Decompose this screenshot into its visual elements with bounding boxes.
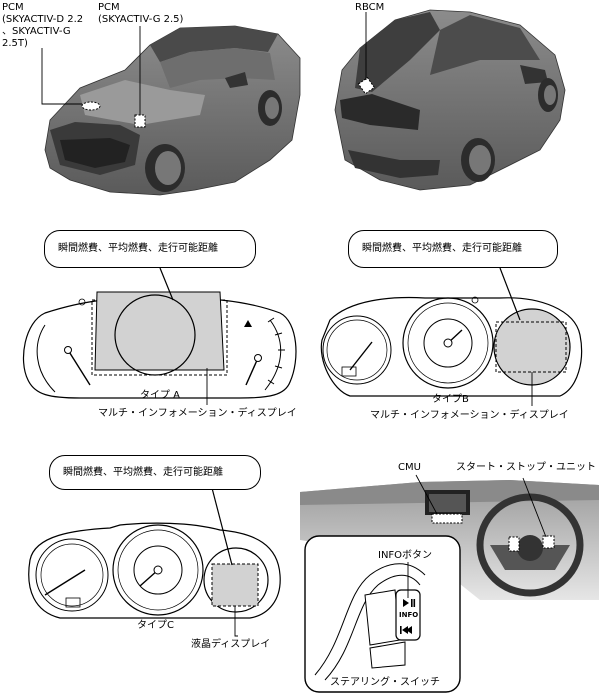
bubble-c-tail bbox=[211, 487, 233, 566]
callout-bubble-type-a: 瞬間燃費、平均燃費、走行可能距離 bbox=[44, 230, 256, 268]
callout-text-c: 瞬間燃費、平均燃費、走行可能距離 bbox=[63, 466, 223, 478]
mid-a-label: マルチ・インフォメーション・ディスプレイ bbox=[98, 408, 297, 419]
pcm-diesel-label: PCM (SKYACTIV-D 2.2 、SKYACTIV-G 2.5T) bbox=[2, 2, 84, 49]
cmu-marker bbox=[431, 513, 463, 524]
bubble-b-tail bbox=[499, 267, 521, 321]
bubble-a-tail bbox=[159, 267, 174, 301]
lcd-c-label: 液晶ディスプレイ bbox=[191, 639, 271, 650]
leader-start-stop bbox=[522, 477, 547, 538]
callout-text-b: 瞬間燃費、平均燃費、走行可能距離 bbox=[362, 243, 522, 254]
callout-text-a: 瞬間燃費、平均燃費、走行可能距離 bbox=[58, 243, 218, 254]
pcm-diesel-marker bbox=[81, 101, 101, 111]
leader-lcd-c bbox=[234, 606, 238, 637]
cmu-label: CMU bbox=[398, 462, 421, 473]
pcm-petrol-marker bbox=[134, 114, 146, 128]
info-key-label: INFO bbox=[399, 611, 419, 619]
rbcm-label: RBCM bbox=[355, 2, 385, 13]
leader-pcm-diesel bbox=[41, 48, 82, 105]
cluster-type-a bbox=[22, 291, 297, 399]
type-c-label: タイプC bbox=[137, 620, 174, 631]
pcm-petrol-label: PCM (SKYACTIV-G 2.5) bbox=[98, 2, 184, 25]
leader-cmu bbox=[415, 474, 438, 515]
steering-switch-label: ステアリング・スイッチ bbox=[330, 677, 440, 688]
car-rear-illustration bbox=[334, 9, 566, 191]
callout-bubble-type-b: 瞬間燃費、平均燃費、走行可能距離 bbox=[348, 230, 558, 268]
start-stop-unit-label: スタート・ストップ・ユニット bbox=[456, 462, 596, 473]
callout-bubble-type-c: 瞬間燃費、平均燃費、走行可能距離 bbox=[49, 455, 261, 490]
cluster-type-b bbox=[320, 296, 583, 397]
car-front-illustration bbox=[44, 25, 301, 196]
cluster-type-c bbox=[28, 522, 281, 619]
steering-switch-inset bbox=[304, 535, 461, 693]
mid-b-label: マルチ・インフォメーション・ディスプレイ bbox=[370, 410, 569, 421]
type-a-label: タイプ A bbox=[140, 390, 181, 401]
type-b-label: タイプB bbox=[432, 394, 469, 405]
rbcm-marker bbox=[357, 76, 376, 95]
info-button-label: INFOボタン bbox=[378, 550, 433, 561]
